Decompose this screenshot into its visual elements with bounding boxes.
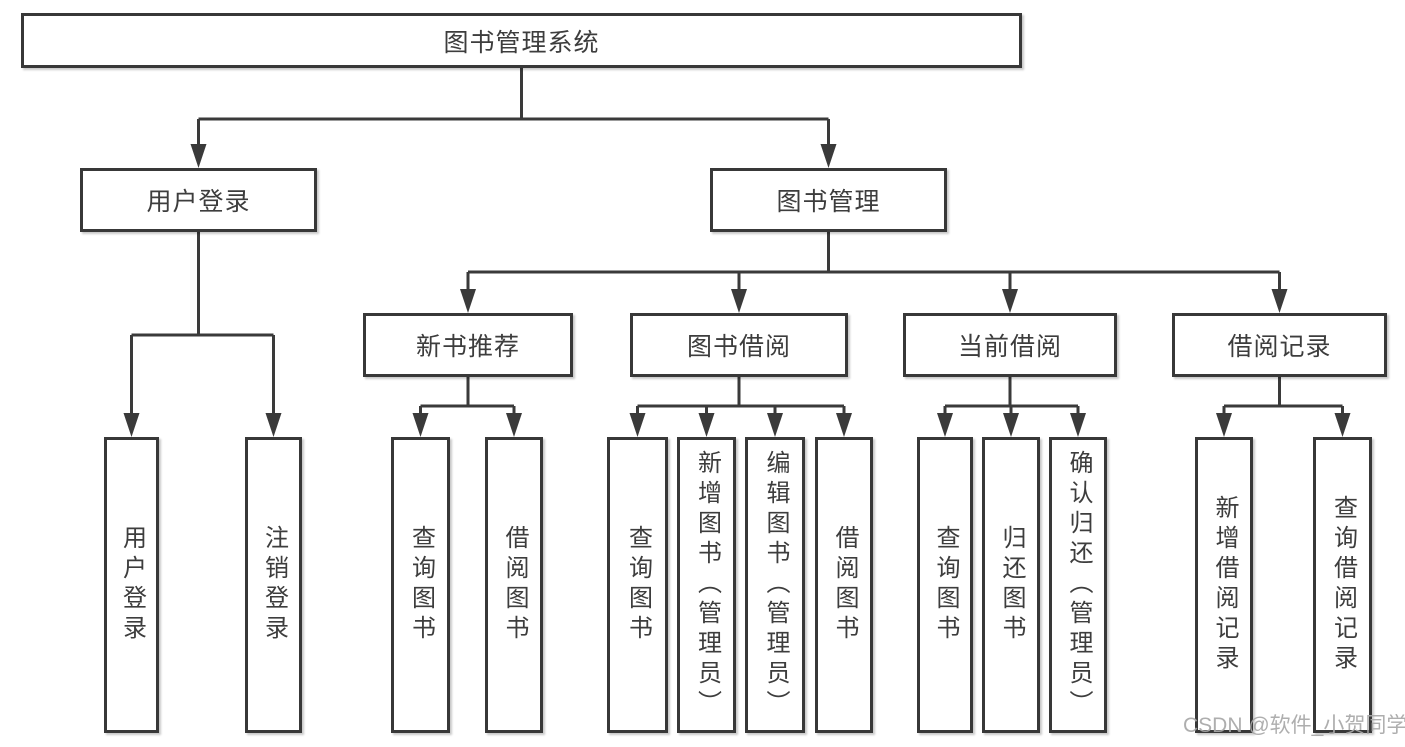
node-label: 注销登录 [260,525,288,645]
node-book-borrowing: 图书借阅 [630,313,848,377]
node-label: 图书管理系统 [443,28,600,57]
arrow-down [698,413,715,437]
arrow-down [767,413,783,437]
leaf-edit-books-admin: 编辑图书（管理员） [745,437,805,733]
node-label: 查询图书 [407,525,435,645]
arrow-down [190,144,207,168]
edges-root [190,68,837,168]
node-label: 归还图书 [998,525,1025,645]
node-label: 新增借阅记录 [1211,495,1238,675]
node-label: 借阅图书 [831,525,858,645]
node-label: 借阅图书 [501,525,528,645]
node-label: 确认归还（管理员） [1065,450,1092,720]
arrow-down [937,413,953,437]
node-label: 查询借阅记录 [1329,495,1357,675]
leaf-query-books-borrow: 查询图书 [607,437,668,733]
edges-book-borrowing [629,377,852,437]
leaf-query-books-current: 查询图书 [917,437,973,733]
edges-borrow-records [1216,377,1351,437]
leaf-borrow-books: 借阅图书 [815,437,873,733]
leaf-logout: 注销登录 [245,437,302,733]
arrow-down [629,413,646,437]
arrow-down [1216,413,1232,437]
arrow-down [506,413,522,437]
node-root-system: 图书管理系统 [21,13,1022,68]
node-user-login: 用户登录 [80,168,317,232]
node-label: 图书管理 [776,188,881,216]
node-label: 查询图书 [624,525,652,645]
leaf-query-borrow-record: 查询借阅记录 [1313,437,1372,733]
node-label: 用户登录 [146,188,251,216]
leaf-borrow-books-recommend: 借阅图书 [485,437,543,733]
arrow-down [731,289,747,313]
edges-user-login [123,232,282,437]
arrow-down [820,144,837,168]
edges-new-book-recommend [412,377,522,437]
node-label: 当前借阅 [957,333,1062,361]
node-book-management: 图书管理 [710,168,947,232]
node-label: 新书推荐 [415,333,520,361]
arrow-down [836,413,852,437]
node-label: 用户登录 [118,525,146,645]
leaf-add-books-admin: 新增图书（管理员） [677,437,736,733]
arrow-down [123,413,140,437]
node-label: 新增图书（管理员） [693,450,721,720]
edges-book-management [460,232,1288,313]
edges-current-borrowing [937,377,1086,437]
csdn-watermark: CSDN @软件_小贺同学 [1183,714,1405,737]
node-new-book-recommend: 新书推荐 [363,313,573,377]
node-borrow-records: 借阅记录 [1172,313,1387,377]
arrow-down [412,413,429,437]
node-label: 图书借阅 [686,333,791,361]
node-label: 编辑图书（管理员） [762,450,789,720]
arrow-down [1003,413,1019,437]
arrow-down [1070,413,1086,437]
leaf-add-borrow-record: 新增借阅记录 [1195,437,1253,733]
node-label: 查询图书 [932,525,959,645]
node-current-borrowing: 当前借阅 [903,313,1117,377]
leaf-return-books: 归还图书 [982,437,1040,733]
leaf-query-books-recommend: 查询图书 [391,437,450,733]
arrow-down [1271,289,1288,313]
arrow-down [265,413,282,437]
leaf-user-login: 用户登录 [104,437,159,733]
leaf-confirm-return-admin: 确认归还（管理员） [1049,437,1107,733]
node-label: 借阅记录 [1227,333,1332,361]
arrow-down [1334,413,1351,437]
arrow-down [1002,289,1018,313]
arrow-down [460,289,476,313]
